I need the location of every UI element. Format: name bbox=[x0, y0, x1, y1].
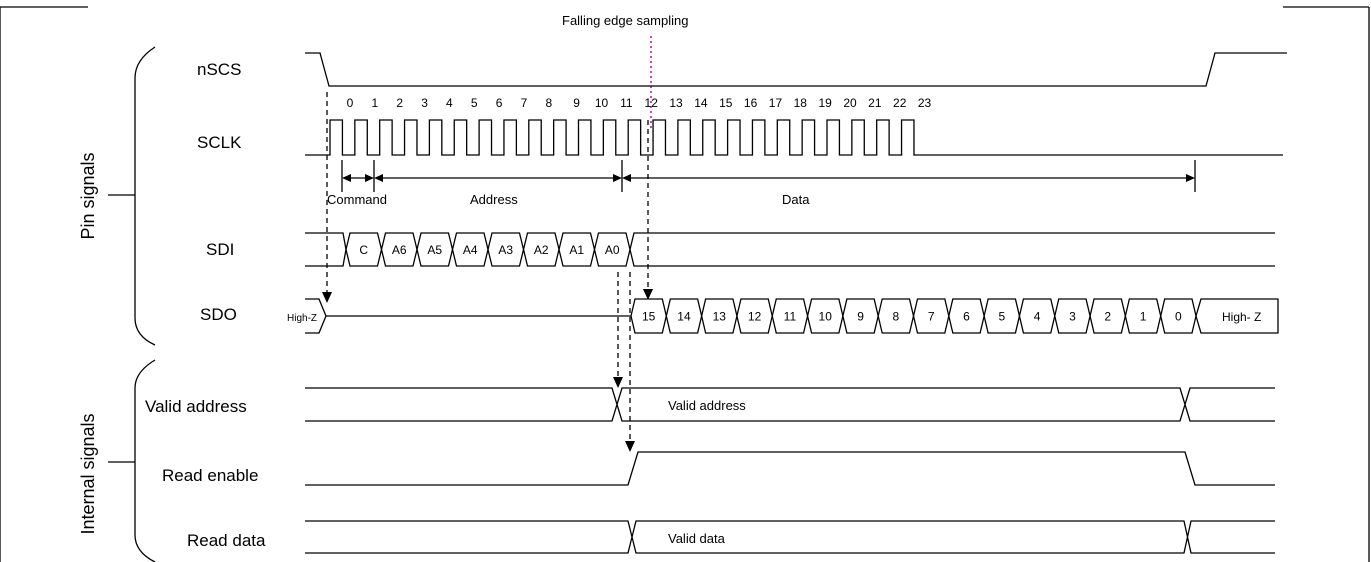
sdi-waveform: C A6 A5 A4 A3 A2 A1 A0 bbox=[305, 232, 1275, 267]
clock-number: 17 bbox=[769, 96, 783, 110]
clock-number: 18 bbox=[794, 96, 808, 110]
clock-number: 1 bbox=[372, 96, 379, 110]
sdi-bit-label: A5 bbox=[427, 243, 442, 257]
sdo-bit-label: 7 bbox=[928, 310, 935, 324]
sdo-bit-label: 12 bbox=[748, 310, 762, 324]
sdo-bit-label: 15 bbox=[642, 310, 656, 324]
clock-number: 7 bbox=[521, 96, 528, 110]
read-enable-label: Read enable bbox=[162, 466, 258, 485]
data-label: Data bbox=[782, 192, 810, 207]
clock-number: 9 bbox=[573, 96, 580, 110]
sdo-bit-label: 8 bbox=[893, 310, 900, 324]
clock-number: 11 bbox=[620, 96, 633, 110]
sdi-bit-label: A2 bbox=[534, 243, 549, 257]
clock-number: 23 bbox=[918, 96, 932, 110]
command-label: Command bbox=[327, 192, 387, 207]
sclk-waveform bbox=[305, 119, 1283, 156]
valid-data-text: Valid data bbox=[668, 531, 726, 546]
sdi-bit-label: A1 bbox=[569, 243, 584, 257]
sdo-bit-label: 1 bbox=[1140, 310, 1147, 324]
sdi-label: SDI bbox=[206, 240, 234, 259]
clock-number: 0 bbox=[347, 96, 354, 110]
segment-markers bbox=[341, 160, 1196, 192]
sdi-bit-label: A0 bbox=[605, 243, 620, 257]
clock-number: 6 bbox=[496, 96, 503, 110]
sdi-idle-right bbox=[629, 232, 1275, 267]
clock-number: 13 bbox=[669, 96, 683, 110]
read-enable-waveform bbox=[305, 451, 1275, 486]
sdo-bit-label: 9 bbox=[857, 310, 864, 324]
pin-signals-label: Pin signals bbox=[78, 152, 98, 239]
diagram-frame bbox=[0, 6, 1370, 562]
sdo-bit-label: 6 bbox=[963, 310, 970, 324]
diagram-title: Falling edge sampling bbox=[562, 13, 688, 28]
clock-number: 21 bbox=[868, 96, 882, 110]
address-label: Address bbox=[470, 192, 518, 207]
clock-number: 4 bbox=[446, 96, 453, 110]
clock-number: 14 bbox=[694, 96, 708, 110]
nscs-waveform bbox=[305, 52, 1287, 87]
sclk-line bbox=[305, 119, 1283, 156]
clock-number: 20 bbox=[843, 96, 857, 110]
clock-number: 3 bbox=[421, 96, 428, 110]
sdi-idle-left bbox=[305, 232, 347, 267]
clock-number: 10 bbox=[595, 96, 609, 110]
sdo-bit-label: 14 bbox=[677, 310, 691, 324]
sdi-bit-label: A6 bbox=[392, 243, 407, 257]
sdo-bit-label: 10 bbox=[819, 310, 833, 324]
nscs-label: nSCS bbox=[197, 60, 241, 79]
read-data-label: Read data bbox=[187, 531, 266, 550]
sdi-bit-label: A3 bbox=[498, 243, 513, 257]
sdo-bit-label: 11 bbox=[784, 310, 797, 324]
sdo-bit-label: 3 bbox=[1069, 310, 1076, 324]
pin-signals-brace bbox=[108, 46, 156, 346]
sdo-bit-label: 13 bbox=[713, 310, 727, 324]
sdo-high-z-right: High- Z bbox=[1222, 310, 1261, 324]
valid-address-text: Valid address bbox=[668, 398, 746, 413]
sdo-bit-label: 4 bbox=[1034, 310, 1041, 324]
valid-address-waveform bbox=[305, 387, 1275, 422]
internal-signals-brace bbox=[108, 359, 156, 562]
valid-address-label: Valid address bbox=[145, 397, 247, 416]
sdo-bit-label: 5 bbox=[998, 310, 1005, 324]
clock-number: 12 bbox=[645, 96, 659, 110]
timing-arrows bbox=[322, 92, 653, 452]
sclk-label: SCLK bbox=[197, 133, 242, 152]
clock-number: 2 bbox=[396, 96, 403, 110]
sdo-high-z-right-cell bbox=[1195, 298, 1279, 334]
clock-number: 15 bbox=[719, 96, 733, 110]
sdo-bit-label: 2 bbox=[1104, 310, 1111, 324]
clock-number: 22 bbox=[893, 96, 907, 110]
sdo-bit-label: 0 bbox=[1175, 310, 1182, 324]
sdo-high-z-left: High-Z bbox=[287, 313, 317, 324]
clock-number: 5 bbox=[471, 96, 478, 110]
sdo-label: SDO bbox=[200, 305, 237, 324]
sdi-bit-label: A4 bbox=[463, 243, 478, 257]
read-data-waveform bbox=[305, 520, 1275, 554]
sdi-bit-label: C bbox=[359, 243, 368, 257]
internal-signals-label: Internal signals bbox=[78, 413, 98, 534]
clock-number: 16 bbox=[744, 96, 758, 110]
clock-number: 8 bbox=[545, 96, 552, 110]
clock-number: 19 bbox=[818, 96, 832, 110]
